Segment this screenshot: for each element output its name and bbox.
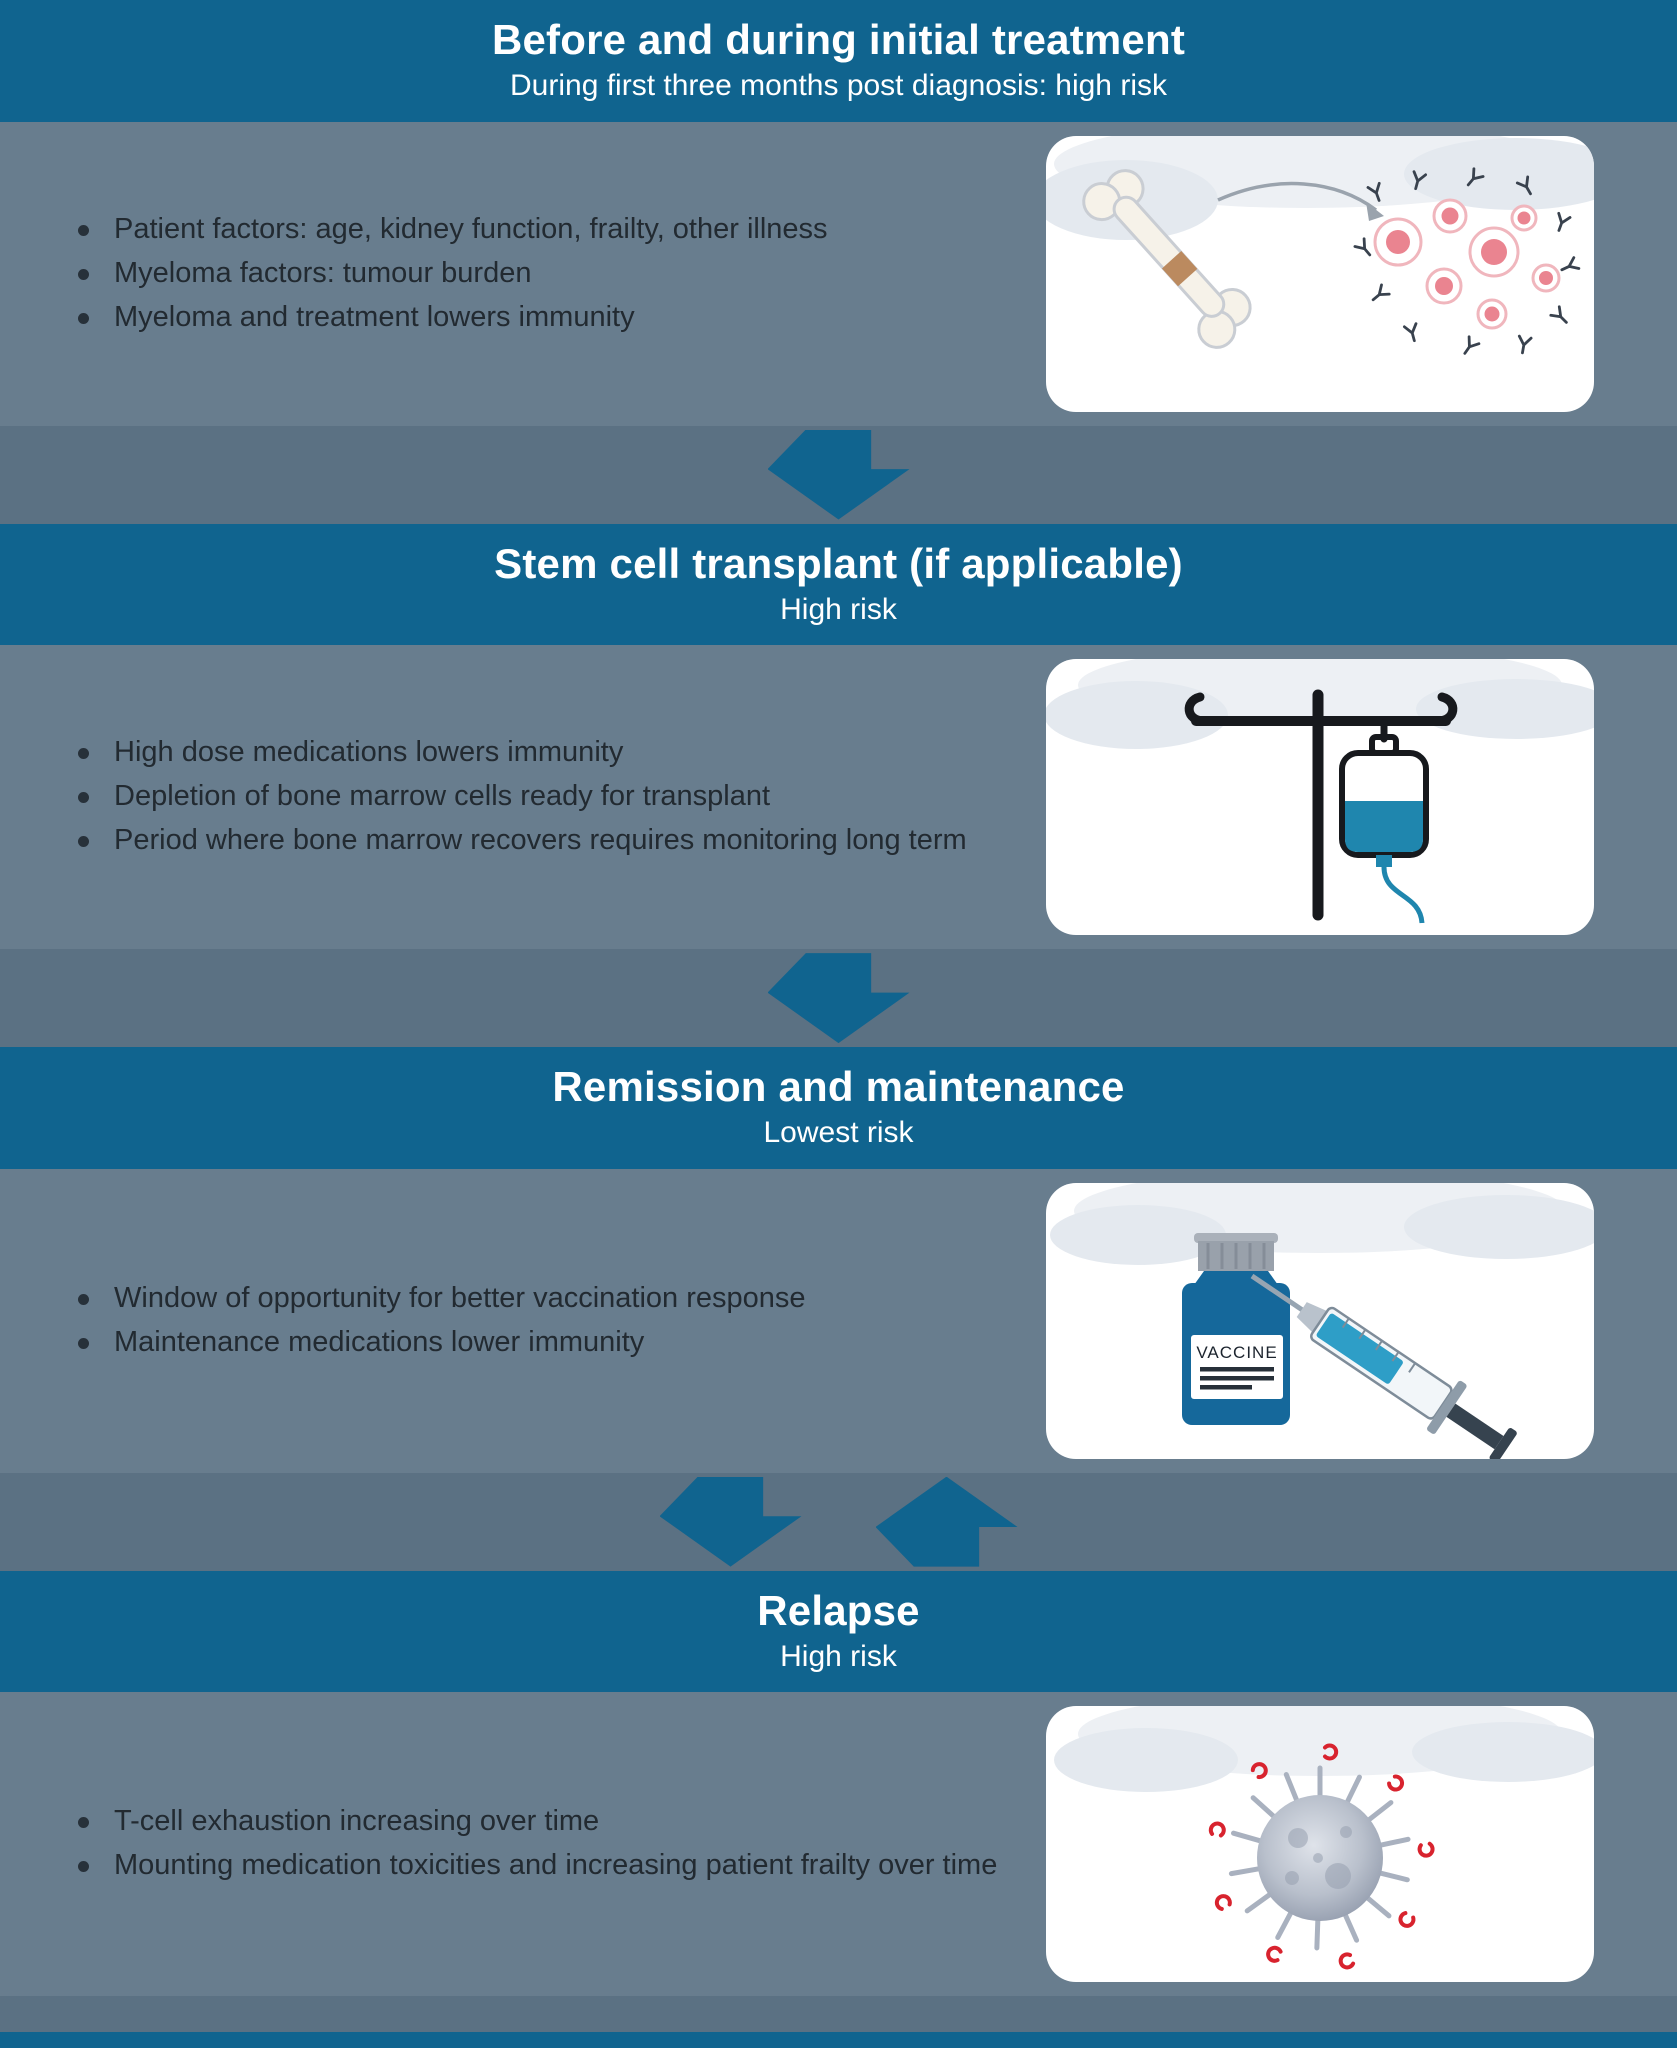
illustration-card: VACCINE [1046, 1182, 1594, 1459]
stage-risk-subtitle: Lowest risk [763, 1116, 914, 1150]
bullet-list: Window of opportunity for better vaccina… [62, 1273, 1022, 1369]
stage-header-transplant: Stem cell transplant (if applicable) Hig… [0, 523, 1677, 646]
bullet-item: Mounting medication toxicities and incre… [62, 1848, 1022, 1884]
stage-risk-subtitle: High risk [780, 1639, 897, 1673]
bullet-item: Period where bone marrow recovers requir… [62, 823, 1022, 859]
bone-icon [1082, 168, 1252, 349]
flow-arrow-row-double [0, 1473, 1677, 1571]
vaccine-vial-icon: VACCINE [1182, 1232, 1290, 1425]
stage-title: Remission and maintenance [552, 1063, 1125, 1111]
stage-title: Stem cell transplant (if applicable) [494, 539, 1183, 587]
flow-arrow-row [0, 426, 1677, 524]
arrow-up-icon [875, 1476, 1018, 1567]
flow-arrow-row [0, 949, 1677, 1047]
bullet-item: Patient factors: age, kidney function, f… [62, 212, 1022, 248]
stage-title: Relapse [757, 1586, 920, 1634]
virus-cell-illustration-icon [1054, 1706, 1594, 1972]
stage-initial-treatment: Before and during initial treatment Duri… [0, 0, 1677, 426]
bullet-item: Depletion of bone marrow cells ready for… [62, 779, 1022, 815]
bullet-item: Window of opportunity for better vaccina… [62, 1281, 1022, 1317]
plasma-cells-icon [1373, 198, 1561, 330]
stage-risk-subtitle: During first three months post diagnosis… [510, 69, 1167, 103]
bone-marrow-illustration-icon [1046, 135, 1594, 358]
stage-relapse: Relapse High risk T-cell exhaustion incr… [0, 1570, 1677, 1997]
bullet-item: Myeloma and treatment lowers immunity [62, 300, 1022, 336]
vaccine-label: VACCINE [1196, 1343, 1277, 1362]
bullet-list: T-cell exhaustion increasing over time M… [62, 1796, 1022, 1892]
illustration-card [1046, 135, 1594, 412]
stage-body-relapse: T-cell exhaustion increasing over time M… [0, 1692, 1677, 1997]
bullet-item: T-cell exhaustion increasing over time [62, 1804, 1022, 1840]
stage-header-remission: Remission and maintenance Lowest risk [0, 1047, 1677, 1169]
iv-pole-icon [1184, 689, 1458, 921]
stage-stem-cell-transplant: Stem cell transplant (if applicable) Hig… [0, 523, 1677, 950]
bullet-item: High dose medications lowers immunity [62, 735, 1022, 771]
stage-title: Before and during initial treatment [491, 16, 1186, 63]
arrow-down-icon [767, 953, 910, 1044]
iv-drip-illustration-icon [1046, 659, 1594, 924]
bottom-accent-bar [0, 2032, 1677, 2048]
virus-texture [1285, 1826, 1352, 1890]
spacer [0, 1996, 1677, 2032]
stage-header-initial: Before and during initial treatment Duri… [0, 0, 1677, 122]
vaccine-syringe-illustration-icon: VACCINE [1050, 1182, 1594, 1459]
illustration-card [1046, 1706, 1594, 1983]
stage-body-remission: Window of opportunity for better vaccina… [0, 1168, 1677, 1473]
bullet-item: Myeloma factors: tumour burden [62, 256, 1022, 292]
stage-header-relapse: Relapse High risk [0, 1570, 1677, 1693]
iv-bag-icon [1339, 734, 1429, 924]
bullet-list: High dose medications lowers immunity De… [62, 727, 1022, 867]
syringe-icon [1250, 1273, 1517, 1459]
arrow-down-icon [659, 1476, 802, 1567]
stage-risk-subtitle: High risk [780, 592, 897, 626]
bullet-list: Patient factors: age, kidney function, f… [62, 204, 1022, 344]
stage-body-transplant: High dose medications lowers immunity De… [0, 645, 1677, 950]
stage-remission-maintenance: Remission and maintenance Lowest risk Wi… [0, 1047, 1677, 1473]
arrow-down-icon [767, 429, 910, 520]
illustration-card [1046, 659, 1594, 936]
bullet-item: Maintenance medications lower immunity [62, 1325, 1022, 1361]
arrow-curve-icon [1217, 181, 1378, 211]
stage-body-initial: Patient factors: age, kidney function, f… [0, 121, 1677, 426]
